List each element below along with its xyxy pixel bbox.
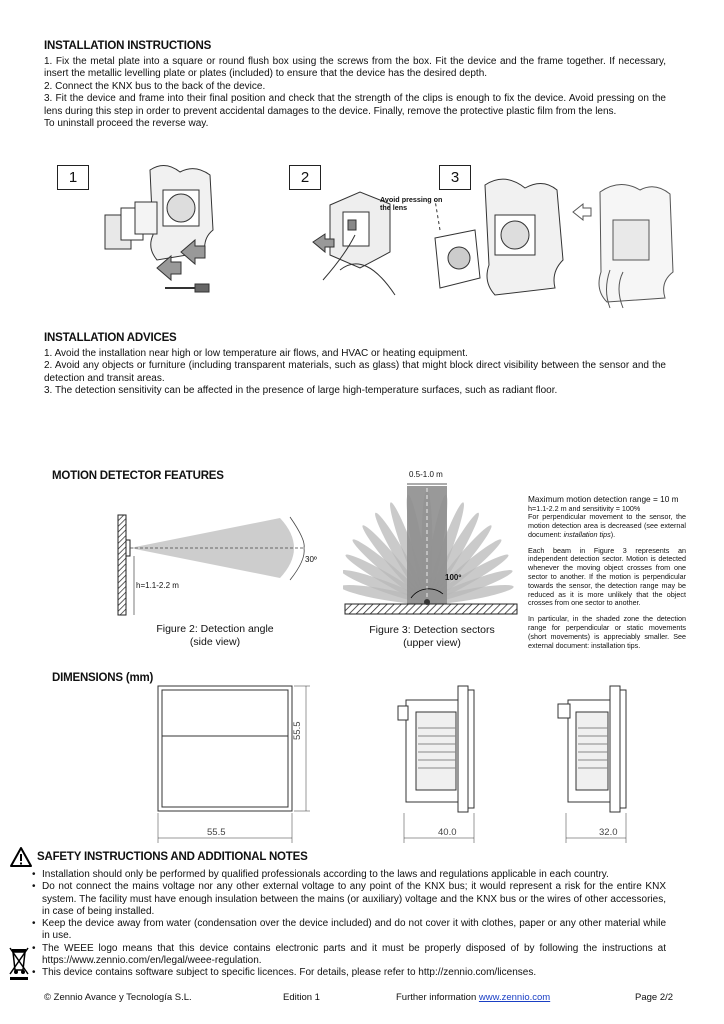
footer-page-number: Page 2/2 bbox=[635, 992, 674, 1003]
safety-item-3: Keep the device away from water (condens… bbox=[32, 918, 666, 943]
warning-icon bbox=[10, 847, 32, 867]
advice-2: 2. Avoid any objects or furniture (inclu… bbox=[44, 360, 666, 384]
dimensions-title: DIMENSIONS (mm) bbox=[52, 672, 154, 684]
figure3-caption: Figure 3: Detection sectors (upper view) bbox=[352, 624, 512, 649]
side-view-large bbox=[397, 685, 475, 843]
installation-uninstall: To uninstall proceed the reverse way. bbox=[44, 118, 209, 130]
motion-notes: Maximum motion detection range = 10 m h=… bbox=[528, 494, 686, 650]
uninstall-illustration bbox=[572, 184, 674, 309]
perpendicular-note: For perpendicular movement to the sensor… bbox=[528, 512, 686, 539]
footer-company: © Zennio Avance y Tecnología S.L. bbox=[44, 992, 192, 1003]
installation-step-1: 1. Fix the metal plate into a square or … bbox=[44, 56, 666, 80]
figure2-caption-line1: Figure 2: Detection angle bbox=[156, 623, 274, 635]
installation-step-3: 3. Fit the device and frame into their f… bbox=[44, 93, 666, 117]
detection-sectors-figure bbox=[343, 483, 518, 615]
footer-website-link[interactable]: www.zennio.com bbox=[478, 992, 551, 1003]
figure2-caption: Figure 2: Detection angle (side view) bbox=[135, 623, 295, 648]
figure3-caption-line2: (upper view) bbox=[403, 636, 461, 649]
max-range-note: Maximum motion detection range = 10 m bbox=[528, 494, 679, 504]
height-label: h=1.1-2.2 m bbox=[136, 581, 179, 590]
safety-item-2: Do not connect the mains voltage nor any… bbox=[32, 881, 666, 918]
installation-title: INSTALLATION INSTRUCTIONS bbox=[44, 40, 212, 52]
advice-3: 3. The detection sensitivity can be affe… bbox=[44, 385, 558, 397]
footer-further-label: Further information bbox=[396, 992, 479, 1003]
avoid-pressing-note: Avoid pressing on the lens bbox=[380, 195, 443, 212]
range-label: 0.5-1.0 m bbox=[409, 470, 443, 479]
floor-wall bbox=[344, 603, 518, 615]
footer-edition: Edition 1 bbox=[283, 992, 320, 1003]
side-view-small bbox=[557, 685, 627, 843]
side-depth-dimension-1: 40.0 bbox=[438, 827, 457, 838]
front-width-dimension: 55.5 bbox=[207, 827, 226, 838]
step3-illustration bbox=[434, 178, 564, 296]
figure-number-3: 3 bbox=[439, 165, 471, 190]
conditions-note: h=1.1-2.2 m and sensitivity = 100% bbox=[528, 503, 641, 513]
installation-steps: 1. Fix the metal plate into a square or … bbox=[44, 56, 666, 130]
side-depth-dimension-2: 32.0 bbox=[599, 827, 618, 838]
motion-title: MOTION DETECTOR FEATURES bbox=[52, 470, 224, 482]
detection-angle-figure bbox=[117, 514, 305, 616]
perpendicular-note-end: ). bbox=[610, 529, 616, 539]
beams-note: Each beam in Figure 3 represents an inde… bbox=[528, 545, 686, 608]
advices-list: 1. Avoid the installation near high or l… bbox=[44, 348, 666, 398]
advice-1: 1. Avoid the installation near high or l… bbox=[44, 348, 468, 359]
shaded-note: In particular, in the shaded zone the de… bbox=[528, 614, 686, 650]
angle-label: 30º bbox=[305, 555, 317, 564]
perpendicular-note-text: For perpendicular movement to the sensor… bbox=[528, 512, 686, 539]
safety-item-4: The WEEE logo means that this device con… bbox=[32, 943, 666, 968]
figure2-caption-line2: (side view) bbox=[189, 635, 241, 648]
installation-step-2: 2. Connect the KNX bus to the back of th… bbox=[44, 80, 266, 92]
installation-illustrations bbox=[104, 165, 674, 309]
advices-title: INSTALLATION ADVICES bbox=[44, 332, 177, 344]
safety-item-5: This device contains software subject to… bbox=[32, 967, 666, 980]
figure-number-2: 2 bbox=[289, 165, 321, 190]
front-height-dimension: 55.5 bbox=[292, 721, 303, 741]
safety-item-1: Installation should only be performed by… bbox=[32, 869, 666, 882]
side-wall bbox=[117, 514, 127, 616]
sector-angle-label: 100º bbox=[445, 573, 462, 582]
safety-list: Installation should only be performed by… bbox=[32, 869, 666, 980]
footer-further-info: Further information www.zennio.com bbox=[396, 992, 550, 1003]
step1-illustration bbox=[104, 165, 214, 293]
front-view bbox=[157, 685, 310, 843]
detection-beam bbox=[426, 584, 514, 604]
figure3-caption-line1: Figure 3: Detection sectors bbox=[369, 624, 495, 636]
sensor-side bbox=[125, 539, 131, 557]
installation-tips-ref: installation tips bbox=[563, 529, 611, 539]
step2-illustration bbox=[312, 191, 396, 296]
figure-number-1: 1 bbox=[57, 165, 89, 190]
safety-title: SAFETY INSTRUCTIONS AND ADDITIONAL NOTES bbox=[37, 851, 308, 863]
dimensions-drawing bbox=[157, 685, 627, 843]
weee-bin-icon bbox=[9, 947, 29, 980]
